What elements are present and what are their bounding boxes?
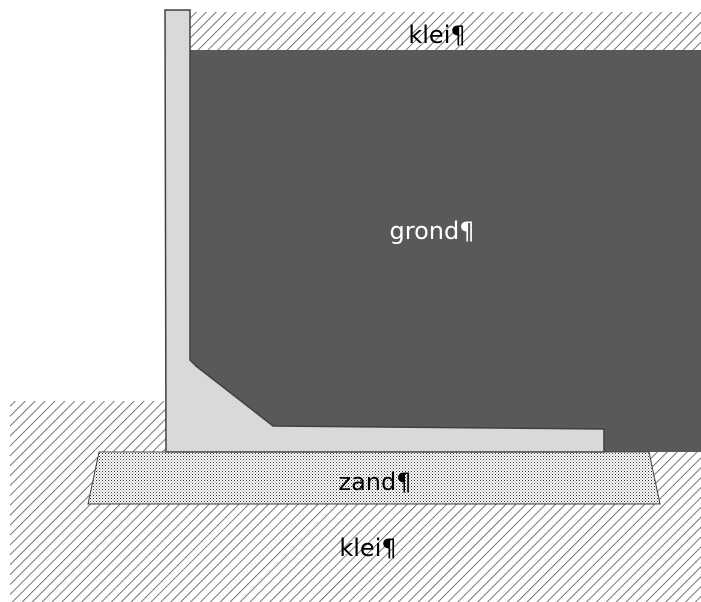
bottom-clay-left — [10, 401, 166, 453]
soil-label: grond¶ — [390, 217, 475, 245]
top-clay-label: klei¶ — [408, 21, 465, 49]
retaining-wall — [164, 9, 605, 453]
sand-label: zand¶ — [338, 468, 411, 496]
backfill-soil — [188, 50, 701, 452]
top-clay-layer — [188, 12, 701, 52]
bottom-clay-label: klei¶ — [339, 534, 396, 562]
